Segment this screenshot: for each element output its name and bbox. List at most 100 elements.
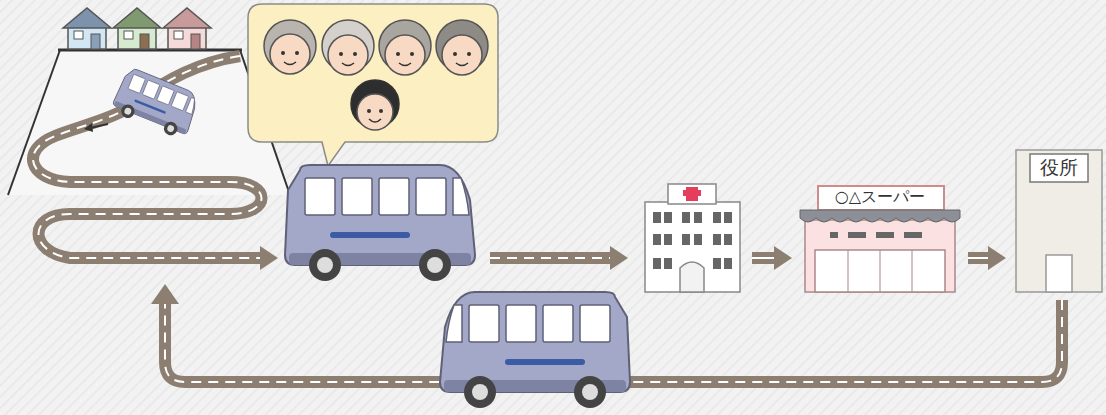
supermarket-part: [848, 232, 866, 238]
houses: [63, 8, 211, 49]
flow-arrow: [968, 246, 1006, 270]
double-arrow-part: [774, 246, 792, 270]
hospital-part: [645, 202, 740, 292]
houses-part: [74, 31, 83, 39]
houses-part: [68, 26, 106, 49]
sign-text: 役所: [1014, 157, 1104, 179]
hospital-part: [686, 187, 698, 201]
hospital-part: [653, 212, 661, 223]
hospital-part: [664, 258, 672, 269]
houses-part: [168, 26, 206, 49]
passenger-faces-part: [456, 63, 468, 66]
main-bus: [285, 165, 475, 281]
passenger-faces-part: [367, 109, 371, 113]
winding-road-part: [260, 246, 278, 270]
hospital-part: [668, 184, 716, 204]
hospital-part: [724, 212, 732, 223]
passenger-faces-part: [399, 63, 411, 66]
hospital: [645, 184, 740, 292]
passenger-faces-part: [284, 62, 296, 65]
winding-road: [33, 56, 278, 270]
road-arrow-part: [490, 252, 612, 264]
return-road-part: [151, 284, 179, 304]
small-bus: [84, 66, 202, 141]
houses-part: [140, 34, 149, 49]
hospital-part: [682, 234, 690, 245]
city-hall-box: 役所: [1014, 148, 1104, 292]
supermarket: [800, 186, 960, 292]
double-arrow: [752, 246, 792, 270]
hospital-part: [694, 234, 702, 245]
passenger-faces-part: [396, 52, 400, 56]
houses-part: [113, 8, 161, 28]
road-arrow: [490, 246, 628, 270]
arrow-centerline: [968, 257, 990, 259]
supermarket-part: [815, 250, 945, 292]
passenger-faces-part: [357, 94, 393, 130]
hospital-part: [687, 188, 697, 200]
houses-part: [63, 8, 111, 28]
return-bus-part: [440, 292, 630, 408]
houses-part: [118, 26, 156, 49]
small-bus-part: [84, 123, 93, 132]
hospital-part: [664, 234, 672, 245]
houses-part: [124, 31, 133, 39]
arrow-band: [968, 252, 990, 264]
passenger-faces-part: [342, 63, 354, 66]
hospital-part: [694, 212, 702, 223]
passenger-faces-part: [369, 119, 381, 122]
supermarket-part: [848, 250, 849, 292]
double-arrow-part: [752, 252, 776, 264]
passenger-faces-part: [270, 34, 310, 74]
supermarket-part: [904, 232, 922, 238]
houses-part: [191, 34, 200, 49]
return-bus: [440, 292, 630, 408]
hospital-part: [653, 258, 661, 269]
passenger-faces-part: [442, 35, 482, 75]
hospital-part: [724, 258, 732, 269]
hospital-part: [664, 212, 672, 223]
supermarket-part: [912, 250, 913, 292]
houses-part: [163, 8, 211, 28]
hospital-part: [724, 234, 732, 245]
passenger-faces-part: [410, 52, 414, 56]
passenger-faces-part: [281, 51, 285, 55]
passenger-faces-part: [385, 35, 425, 75]
speech-bubble: [248, 4, 498, 166]
winding-road-part: [33, 56, 262, 258]
houses-part: [174, 31, 183, 39]
city-hall-part: [1046, 255, 1072, 292]
road-arrow-part: [490, 257, 612, 259]
supermarket-part: [800, 210, 960, 222]
houses-part: [91, 34, 100, 49]
passenger-faces-part: [467, 52, 471, 56]
passenger-faces-part: [453, 52, 457, 56]
speech-bubble-part: [248, 4, 498, 166]
supermarket-box: ○△スーパー: [800, 184, 960, 292]
hospital-part: [713, 234, 721, 245]
winding-road-part: [33, 56, 262, 258]
passenger-faces-part: [295, 51, 299, 55]
supermarket-part: [805, 220, 955, 292]
hospital-part: [680, 262, 704, 292]
hospital-part: [682, 212, 690, 223]
small-bus-part: [90, 124, 108, 128]
passenger-faces: [264, 20, 488, 130]
main-bus-part: [285, 165, 475, 281]
hospital-part: [713, 212, 721, 223]
hospital-part: [653, 234, 661, 245]
sign-text: ○△スーパー: [800, 188, 960, 206]
passenger-faces-part: [379, 109, 383, 113]
passenger-faces-part: [328, 35, 368, 75]
road-arrow-part: [610, 246, 628, 270]
hospital-part: [713, 258, 721, 269]
supermarket-part: [876, 232, 894, 238]
passenger-faces-part: [353, 52, 357, 56]
supermarket-part: [830, 232, 838, 238]
supermarket-part: [880, 250, 881, 292]
double-arrow-part: [752, 257, 776, 259]
